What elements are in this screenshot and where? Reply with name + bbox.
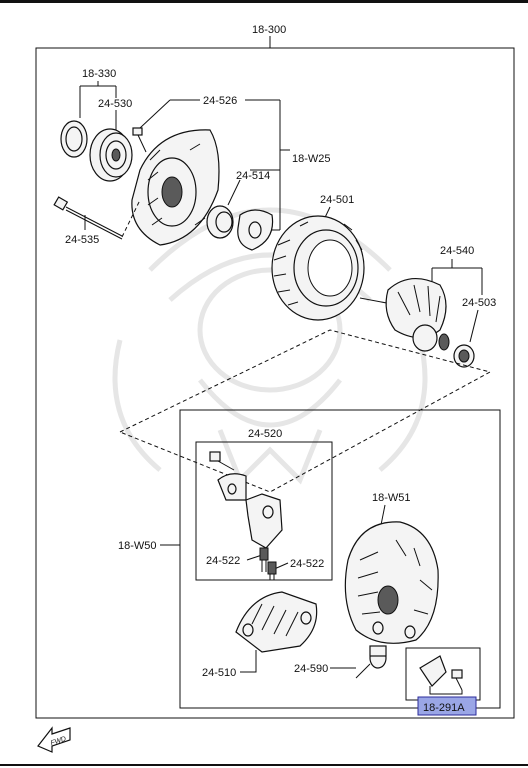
label-brush-right: 24-522 [290, 558, 324, 570]
label-pulley-set: 18-330 [82, 68, 116, 80]
rear-bearing-part [453, 344, 475, 368]
terminal-part [355, 645, 387, 679]
label-assembly: 18-300 [252, 24, 286, 36]
brush-screw-part [209, 451, 235, 471]
label-rear-kit: 18-W51 [372, 492, 411, 504]
svg-text:FWD: FWD [50, 736, 67, 748]
rotor-part [359, 278, 450, 352]
label-brush-holder: 24-520 [248, 428, 282, 440]
fwd-arrow-icon: FWD [37, 726, 71, 753]
label-front-bearing: 24-514 [236, 170, 270, 182]
regulator-frame [179, 409, 501, 709]
label-rear-bearing: 24-503 [462, 297, 496, 309]
brush-holder-part [217, 473, 283, 549]
through-bolt-part [53, 196, 123, 240]
brush-left-part [259, 547, 269, 572]
pulley-part [89, 128, 133, 182]
washer-part [60, 120, 88, 158]
label-front-kit: 18-W25 [292, 153, 331, 165]
bottom-rule [0, 764, 528, 766]
small-bolt-part [132, 127, 147, 153]
stator-part [271, 215, 365, 321]
assembly-frame [35, 47, 515, 719]
label-rotor: 24-540 [440, 245, 474, 257]
label-cover-part: 18-291A [423, 702, 465, 714]
cover-part-badge [417, 696, 477, 716]
brush-right-part [267, 561, 277, 580]
label-front-bracket-bolt: 24-526 [203, 95, 237, 107]
assembly-guide [118, 329, 492, 493]
label-rectifier: 24-510 [202, 667, 236, 679]
label-through-bolt: 24-535 [65, 234, 99, 246]
cover-bracket-part [419, 655, 463, 691]
top-rule [0, 0, 528, 3]
front-bearing-part [206, 205, 234, 239]
rear-housing-part [344, 521, 439, 644]
label-stator: 24-501 [320, 194, 354, 206]
bracket-plate-part [237, 209, 274, 251]
front-housing-part [131, 129, 220, 246]
brush-holder-frame [195, 441, 333, 581]
rectifier-part [235, 591, 318, 653]
label-regulator-kit: 18-W50 [118, 540, 157, 552]
label-pulley: 24-530 [98, 98, 132, 110]
label-terminal: 24-590 [294, 663, 328, 675]
label-brush-left: 24-522 [206, 555, 240, 567]
